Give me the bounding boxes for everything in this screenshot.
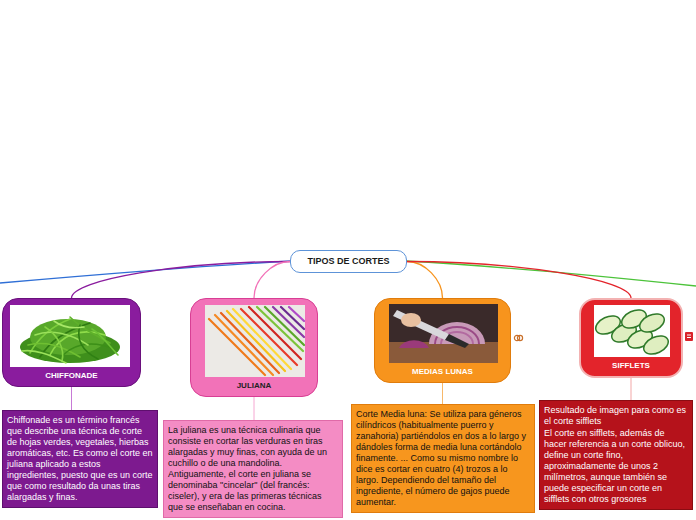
branch-connector: [631, 378, 632, 400]
topic-label: MEDIAS LUNAS: [379, 366, 506, 377]
branch-connector: [407, 262, 443, 299]
topic-label: SIFFLETS: [585, 360, 677, 371]
branch-connector: [407, 262, 631, 299]
topic-card: CHIFFONADE: [2, 298, 141, 387]
description-box: La juliana es una técnica culinaria que …: [163, 420, 343, 518]
topic-card: MEDIAS LUNAS: [374, 298, 511, 383]
description-text: La juliana es una técnica culinaria que …: [168, 425, 338, 513]
description-text: Resultado de imagen para como es el cort…: [544, 405, 688, 427]
branch-connector: [442, 383, 443, 404]
note-icon: [685, 332, 693, 341]
topic-card: JULIANA: [190, 298, 318, 397]
sifflets-photo: [594, 305, 670, 357]
topic-card: SIFFLETS: [579, 298, 683, 378]
topic-label: CHIFFONADE: [7, 370, 136, 381]
root-label: TIPOS DE CORTES: [295, 256, 402, 267]
description-box: Resultado de imagen para como es el cort…: [539, 400, 693, 510]
description-text: El corte en sifflets, además de hacer re…: [544, 428, 688, 505]
description-text: Corte Media luna: Se utiliza para género…: [356, 409, 530, 508]
branch-connector: [71, 387, 72, 410]
description-box: Chiffonade es un término francés que des…: [2, 410, 158, 508]
offscreen-branch-line: [405, 261, 696, 286]
juliana-photo: [205, 305, 305, 377]
topic-label: JULIANA: [195, 380, 313, 391]
branch-connector: [254, 397, 255, 420]
branch-connector: [72, 262, 291, 299]
link-icon: [514, 335, 522, 340]
description-text: Chiffonade es un término francés que des…: [7, 415, 153, 503]
chiffonade-photo: [10, 305, 130, 367]
branch-connector: [254, 262, 290, 299]
root-topic: TIPOS DE CORTES: [290, 250, 407, 273]
description-box: Corte Media luna: Se utiliza para género…: [351, 404, 535, 513]
medias-lunas-photo: [389, 304, 498, 363]
